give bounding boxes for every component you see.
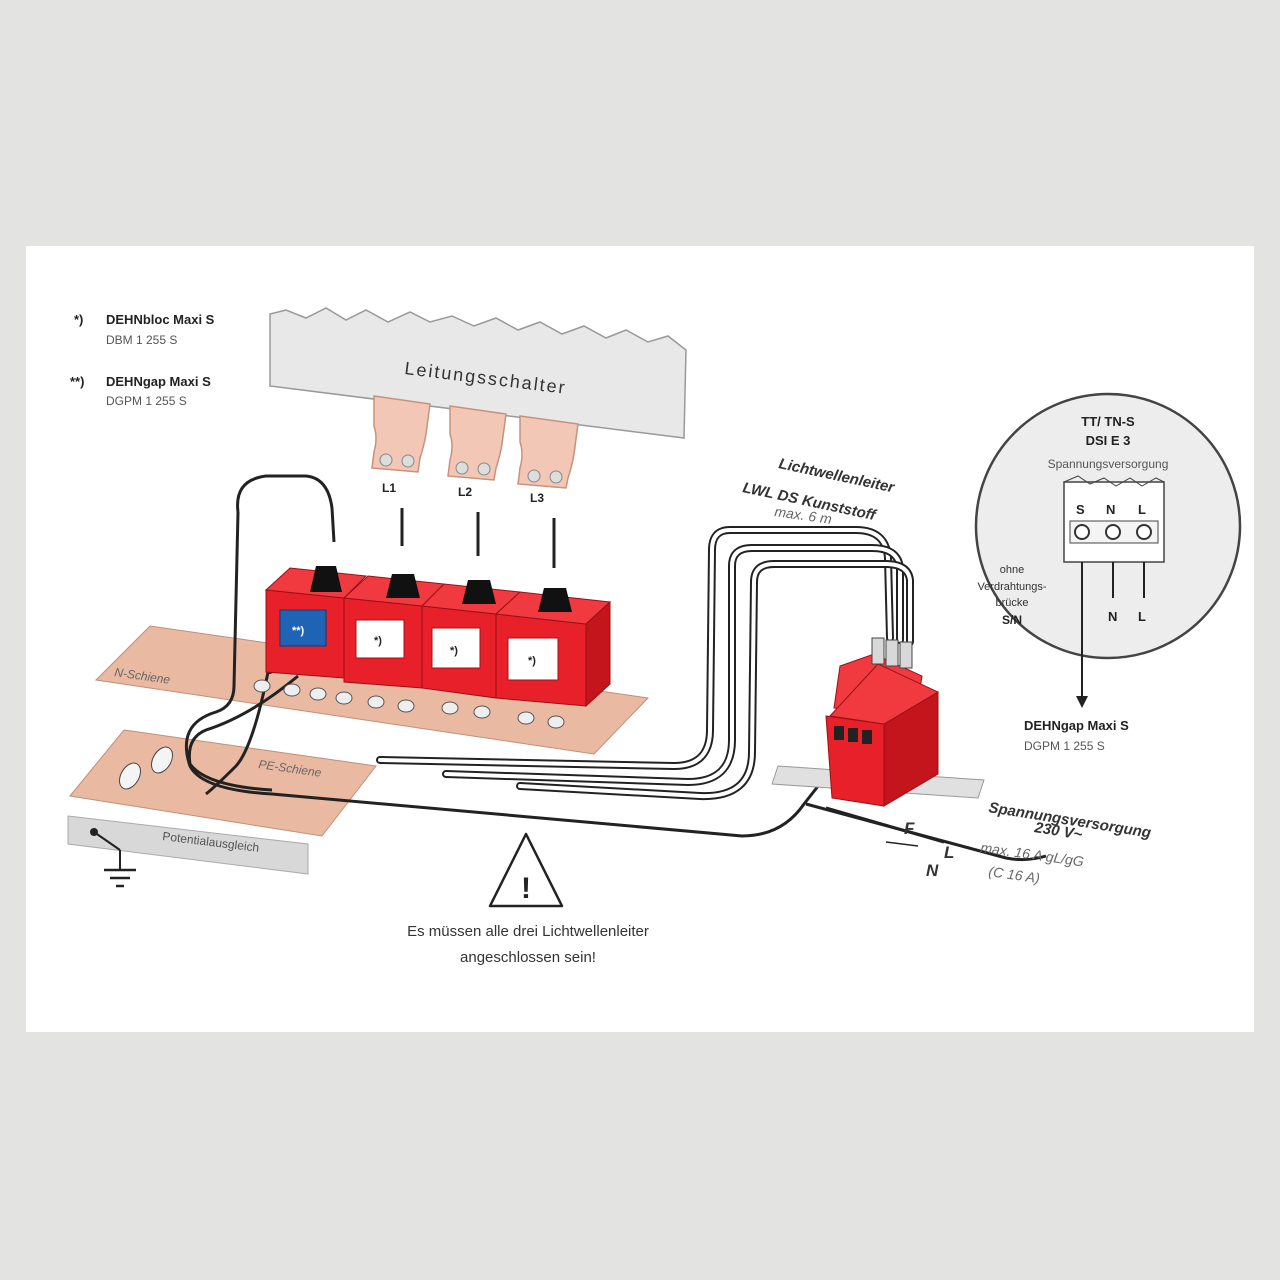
phase-label-l2: L2 [458, 485, 472, 499]
supply-f-label: F [904, 819, 915, 838]
spd-module-group: **) *) *) *) [253, 566, 612, 729]
warning-line2: angeschlossen sein! [460, 949, 596, 966]
supply-fuse2: (C 16 A) [988, 863, 1041, 886]
terminal-block: S N L [1063, 475, 1165, 563]
legend-item2-marker: **) [70, 374, 84, 389]
copper-bar-l3 [517, 415, 579, 489]
inset-note-line4: S/N [1002, 613, 1022, 627]
ground-icon [90, 828, 136, 888]
module-label-2: *) [374, 635, 382, 647]
legend-item1-marker: *) [74, 312, 83, 327]
inset-system: TT/ TN-S [1081, 414, 1135, 429]
module-label-1: **) [292, 625, 305, 637]
module-label-3: *) [450, 645, 458, 657]
module-terminals [253, 679, 565, 729]
busbar: Leitungsschalter [269, 307, 687, 439]
fiber-label: Lichtwellenleiter LWL DS Kunststoff max.… [741, 455, 897, 527]
target-name: DEHNgap Maxi S [1024, 718, 1129, 733]
inset-note-line1: ohne [1000, 564, 1024, 576]
copper-bars [371, 395, 579, 489]
wiring-diagram: *) DEHNbloc Maxi S DBM 1 255 S **) DEHNg… [67, 307, 1242, 966]
spd-module-dehnbloc-2: *) [420, 580, 522, 699]
phase-label-l3: L3 [530, 491, 544, 505]
legend-item1-name: DEHNbloc Maxi S [106, 312, 215, 327]
supply-n-label: N [926, 861, 939, 880]
module-label-4: *) [528, 655, 536, 667]
diagram-panel: *) DEHNbloc Maxi S DBM 1 255 S **) DEHNg… [26, 246, 1254, 1032]
dehngap-device [825, 637, 940, 807]
warning-line1: Es müssen alle drei Lichtwellenleiter [407, 923, 649, 940]
legend: *) DEHNbloc Maxi S DBM 1 255 S **) DEHNg… [70, 312, 215, 408]
target-code: DGPM 1 255 S [1024, 739, 1105, 753]
spd-module-dehnbloc-3: *) [494, 588, 612, 708]
copper-bar-l1 [371, 395, 431, 473]
fiber-optic-cables [376, 526, 914, 801]
supply-l-label: L [944, 843, 954, 862]
phase-label-l1: L1 [382, 481, 396, 495]
inset-wire-n: N [1108, 609, 1117, 624]
terminal-n: N [1106, 502, 1115, 517]
inset-note-line2: Verdrahtungs- [977, 581, 1046, 593]
legend-item2-code: DGPM 1 255 S [106, 394, 187, 408]
fiber-max-length: max. 6 m [774, 503, 834, 527]
warning-icon [488, 832, 564, 908]
legend-item2-name: DEHNgap Maxi S [106, 374, 211, 389]
supply-labels: F L N Spannungsversorgung 230 V~ max. 16… [885, 799, 1152, 886]
legend-item1-code: DBM 1 255 S [106, 333, 177, 347]
inset-note-line3: brücke [995, 597, 1028, 609]
inset-detail: TT/ TN-S DSI E 3 Spannungsversorgung S N… [974, 392, 1242, 708]
terminal-s: S [1076, 502, 1085, 517]
terminal-l: L [1138, 502, 1146, 517]
inset-supply-label: Spannungsversorgung [1048, 457, 1169, 471]
spd-module-dehngap: **) [264, 566, 368, 679]
inset-device: DSI E 3 [1086, 433, 1131, 448]
warning-symbol: ! [521, 872, 531, 905]
warning: ! Es müssen alle drei Lichtwellenleiter … [407, 832, 649, 966]
pe-clamps [119, 746, 173, 790]
copper-bar-l2 [447, 405, 507, 481]
inset-wire-l: L [1138, 609, 1146, 624]
